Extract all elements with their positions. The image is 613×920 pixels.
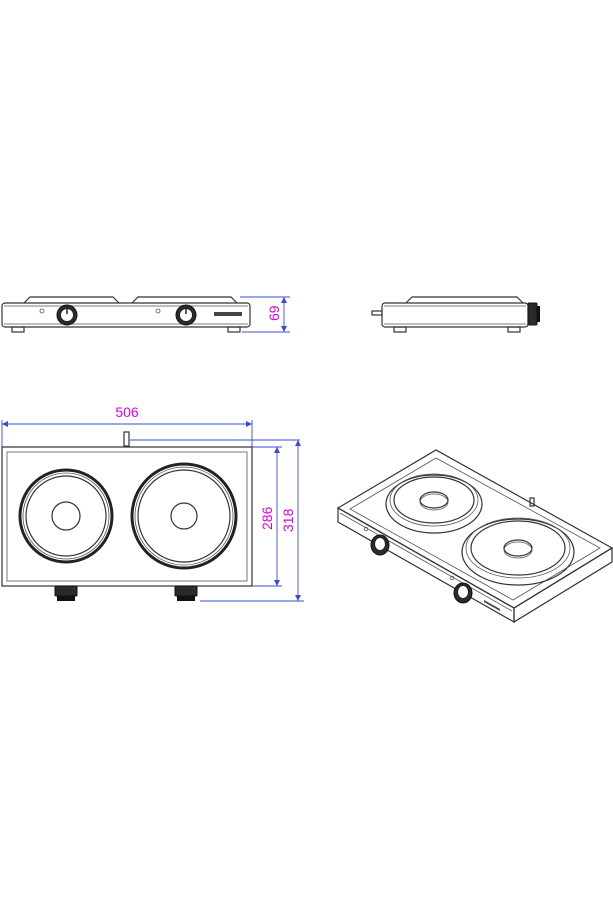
iso-cord — [529, 497, 535, 507]
iso-front-face — [337, 506, 515, 624]
dim-depth-plate-label: 286 — [259, 506, 275, 530]
side-body — [381, 302, 529, 328]
top-cord — [123, 431, 130, 447]
top-knob-right — [174, 585, 198, 601]
top-knob-left — [54, 585, 78, 601]
iso-brand-logo — [484, 600, 500, 611]
iso-side-face — [513, 546, 613, 624]
front-knob-right — [175, 304, 197, 326]
top-burner-right — [130, 462, 238, 570]
side-foot-left — [393, 326, 407, 333]
top-body — [1, 446, 253, 587]
dim-depth-total-label: 318 — [280, 508, 296, 532]
front-left-plate — [23, 296, 120, 304]
dim-height-label: 69 — [266, 305, 282, 321]
side-plate — [405, 296, 524, 304]
front-indicator-left — [39, 308, 45, 314]
isometric-view — [336, 449, 613, 624]
front-knob-left — [56, 304, 78, 326]
side-cord — [371, 310, 383, 316]
top-view: 506 — [1, 404, 304, 602]
iso-knob-right — [453, 582, 473, 604]
top-burner-left — [18, 468, 114, 564]
iso-top-outer — [336, 449, 613, 609]
front-body — [1, 302, 251, 328]
brand-logo — [214, 312, 242, 316]
front-foot-left — [11, 326, 25, 333]
side-view — [371, 296, 540, 333]
iso-knob-left — [370, 534, 390, 556]
top-plate-tray — [6, 451, 248, 582]
side-knob — [527, 302, 538, 326]
dim-width-label: 506 — [115, 404, 139, 420]
front-foot-right — [227, 326, 241, 333]
iso-burner-near — [461, 517, 575, 586]
front-view: 69 — [1, 296, 290, 333]
front-right-plate — [131, 296, 238, 304]
side-foot-right — [507, 326, 521, 333]
front-indicator-right — [155, 308, 161, 314]
iso-burner-far — [385, 473, 483, 534]
iso-top-inner — [349, 457, 601, 601]
